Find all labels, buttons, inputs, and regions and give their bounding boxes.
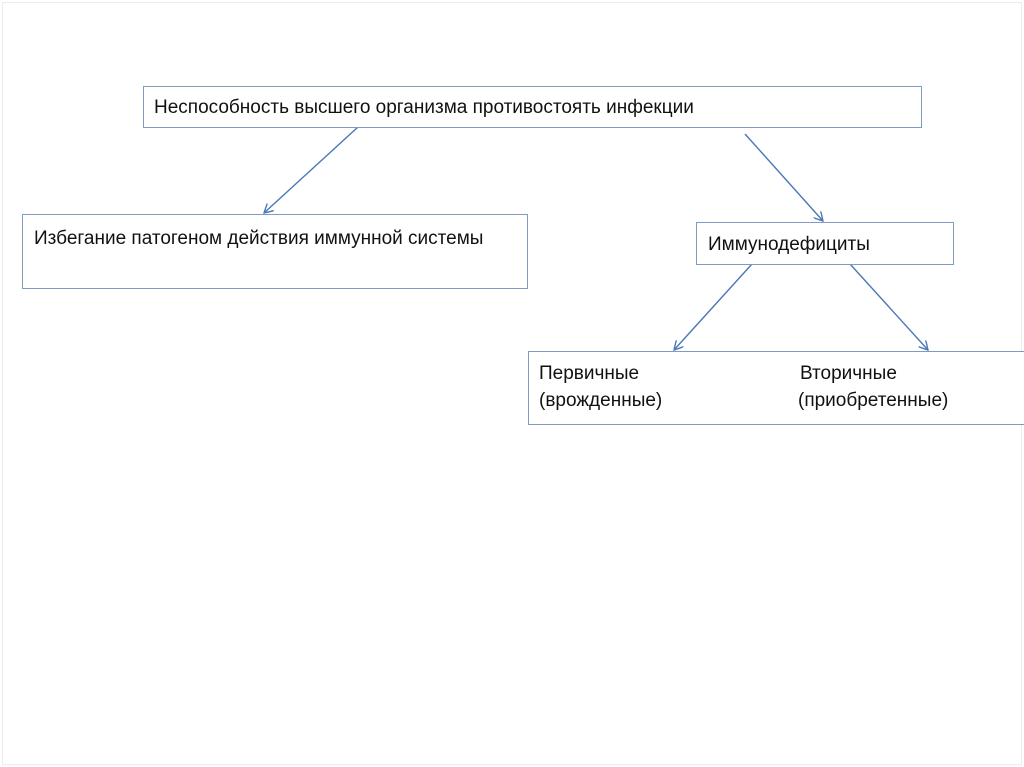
immunodeficiency-text: Иммунодефициты — [708, 234, 870, 255]
secondary-sublabel: (приобретенные) — [798, 390, 949, 411]
secondary-label: Вторичные — [800, 363, 897, 384]
types-node: Первичные (врожденные) Вторичные (приобр… — [528, 351, 1024, 425]
arrow-root-to-immunodeficiency — [744, 133, 823, 221]
primary-label: Первичные — [539, 363, 640, 384]
arrow-root-to-left — [264, 126, 359, 213]
arrow-to-secondary — [849, 263, 928, 350]
secondary-type: Вторичные (приобретенные) — [798, 360, 948, 414]
primary-sublabel: (врожденные) — [539, 390, 663, 411]
primary-type: Первичные (врожденные) — [539, 360, 662, 414]
immunodeficiency-node: Иммунодефициты — [696, 222, 954, 265]
arrow-to-primary — [674, 263, 753, 350]
pathogen-evasion-node: Избегание патогеном действия иммунной си… — [22, 214, 528, 289]
root-node-text: Неспособность высшего организма противос… — [154, 97, 694, 118]
root-node: Неспособность высшего организма противос… — [143, 86, 922, 128]
pathogen-evasion-text: Избегание патогеном действия иммунной си… — [34, 228, 484, 249]
